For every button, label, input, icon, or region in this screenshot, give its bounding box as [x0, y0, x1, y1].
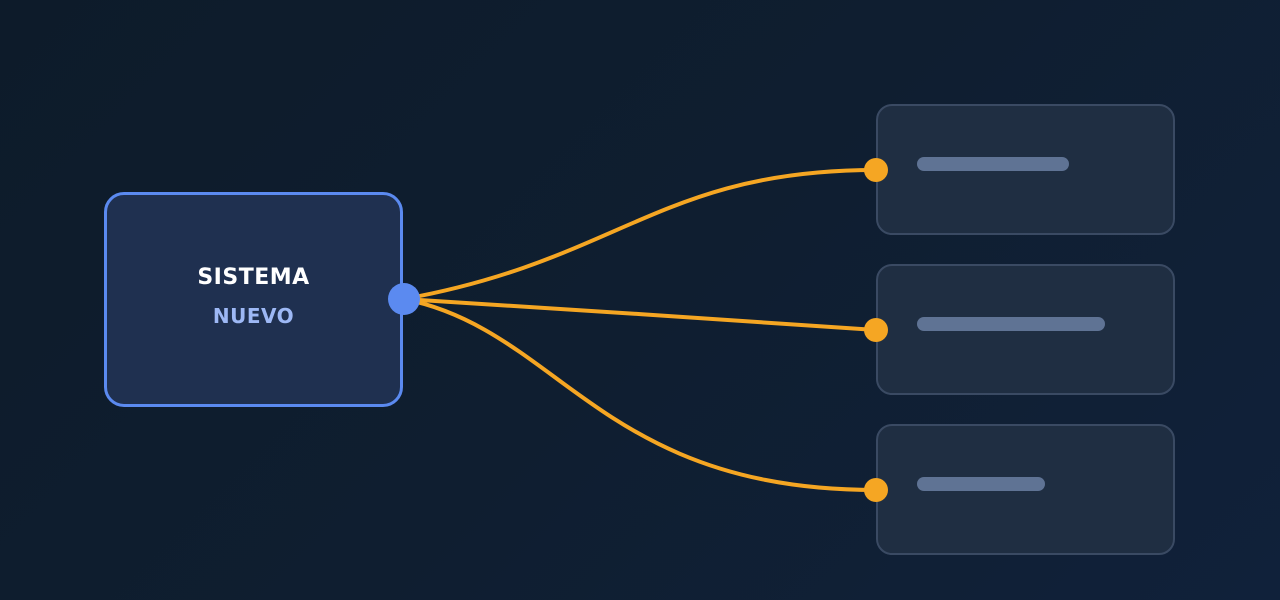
target-3-input-port[interactable] — [864, 478, 888, 502]
source-node-title: SISTEMA — [197, 265, 310, 290]
source-node-subtitle: NUEVO — [212, 304, 295, 328]
source-node[interactable]: SISTEMA NUEVO — [104, 192, 403, 407]
target-node-2[interactable] — [876, 264, 1175, 395]
target-2-input-port[interactable] — [864, 318, 888, 342]
text-placeholder-bar — [917, 477, 1045, 491]
source-output-port[interactable] — [388, 283, 420, 315]
text-placeholder-bar — [917, 317, 1105, 331]
connector-to-target-2 — [402, 297, 878, 332]
connector-to-target-1 — [402, 168, 878, 301]
text-placeholder-bar — [917, 157, 1069, 171]
target-node-3[interactable] — [876, 424, 1175, 555]
connector-to-target-3 — [402, 297, 878, 492]
target-1-input-port[interactable] — [864, 158, 888, 182]
